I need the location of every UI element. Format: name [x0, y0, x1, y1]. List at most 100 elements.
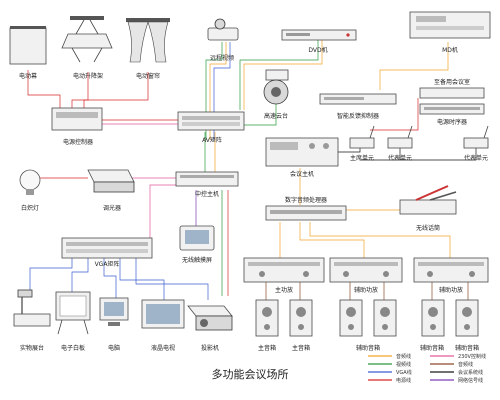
line-lift-power [71, 72, 89, 108]
line-remote-bundle-2 [209, 42, 227, 140]
label-delegate-unit-2: 代表单元 [464, 154, 488, 162]
power-controller: 电源控制器 [51, 107, 103, 146]
label-lcd: 液晶电视 [151, 344, 175, 352]
legend-item: 230V控制线 [430, 353, 486, 360]
line-dvd [239, 40, 319, 110]
legend-item: 网络信号线 [430, 377, 483, 384]
diagram-title: 多功能会议场所 [212, 367, 289, 381]
feedback-suppressor: 智能反馈抑制器 [319, 93, 397, 120]
label-touch-panel: 无线触摸屏 [182, 256, 212, 264]
dimmer: 调光器 [87, 169, 135, 212]
delegate-unit-1: 代表单元 [387, 125, 413, 162]
label-dvd: DVD机 [308, 46, 327, 54]
ptz-camera: 高速云台 [263, 69, 289, 120]
line-conf-units [330, 148, 361, 153]
label-main-spk-2: 主音箱 [292, 344, 310, 352]
line-central-vga [149, 184, 180, 238]
label-vga-matrix: VGA矩阵 [95, 260, 120, 268]
connection-lines [27, 40, 477, 300]
label-aux-spk-3: 辅助音箱 [455, 344, 479, 352]
line-vga-proj [135, 258, 209, 300]
label-aux-amp-2: 辅助功放 [439, 286, 463, 294]
label-screen: 电动幕 [19, 72, 37, 80]
label-power-ctrl: 电源控制器 [63, 138, 93, 146]
legend-label: 会议系统线 [458, 369, 483, 376]
main-amplifier: 主功放 [243, 257, 325, 294]
electric-curtain: 电动窗帘 [126, 18, 170, 80]
legend-item: 音频线 [430, 361, 473, 368]
legend-item: 音频线 [368, 353, 411, 360]
aux-amplifier-2: 辅助功放 [413, 257, 489, 294]
line-screen-power [27, 70, 61, 108]
label-main-spk-1: 主音箱 [258, 344, 276, 352]
line-ptz [244, 100, 277, 126]
legend-item: VGA线 [368, 369, 412, 376]
line-vga-pc [103, 258, 117, 298]
line-conf-units-3 [400, 148, 477, 161]
wireless-touch-panel: 无线触摸屏 [179, 225, 215, 264]
label-seq-power: 电源时序器 [437, 118, 467, 126]
electric-lift: 电动升降架 [61, 16, 113, 80]
label-aux-spk-1: 辅助音箱 [356, 344, 380, 352]
label-remote-camera: 远程视频 [210, 54, 234, 62]
computer: 电脑 [99, 297, 129, 352]
legend-label: 音频线 [396, 353, 411, 360]
line-remote-bundle-1 [205, 42, 223, 140]
chair-unit: 主席单元 [349, 125, 375, 162]
line-md [379, 42, 449, 90]
label-wireless-rx: 至备用会议室 [434, 78, 470, 86]
incandescent-lamp: 白炽灯 [19, 169, 41, 212]
label-whiteboard: 电子白板 [61, 344, 85, 352]
electronic-whiteboard: 电子白板 [55, 291, 91, 352]
line-dsp-amp2 [299, 222, 365, 258]
legend-label: 网络信号线 [458, 377, 483, 384]
label-aux-spk-2: 辅助音箱 [420, 344, 444, 352]
line-remote-bundle-3 [213, 42, 231, 140]
label-wireless-mic: 无线话筒 [416, 224, 440, 232]
label-chair-unit: 主席单元 [350, 154, 374, 162]
label-projector: 投影机 [201, 344, 219, 352]
remote-video-camera: 远程视频 [207, 18, 239, 62]
label-conf-host: 会议主机 [290, 170, 314, 178]
legend-label: 音频线 [458, 361, 473, 368]
digital-audio-processor: 数字音频处理器 [265, 196, 347, 221]
label-ptz: 高速云台 [264, 112, 288, 120]
main-speaker-2: 主音箱 [289, 299, 313, 352]
wireless-receiver: 至备用会议室 [419, 78, 485, 99]
label-central: 中控主机 [195, 190, 219, 198]
electric-screen: 电动幕 [9, 26, 47, 80]
md-player: MD机 [409, 11, 491, 54]
line-dsp-amp3 [309, 222, 451, 258]
label-delegate-unit: 代表单元 [388, 154, 412, 162]
projector: 投影机 [187, 305, 233, 352]
wireless-microphone: 无线话筒 [399, 185, 457, 232]
aux-speaker-4: 辅助音箱 [455, 299, 479, 352]
label-lamp: 白炽灯 [21, 204, 39, 212]
legend-item: 电源线 [368, 377, 411, 384]
legend-label: 视频线 [396, 361, 411, 368]
label-dimmer: 调光器 [103, 204, 121, 212]
aux-amplifier-1: 辅助功放 [329, 257, 403, 294]
label-curtain: 电动窗帘 [136, 72, 160, 80]
vga-matrix: VGA矩阵 [61, 237, 153, 268]
label-digital-proc: 数字音频处理器 [285, 196, 327, 204]
main-speaker-1: 主音箱 [255, 299, 279, 352]
aux-speaker-2: 辅助音箱 [356, 299, 397, 352]
legend-label: 230V控制线 [458, 353, 486, 360]
label-feedback: 智能反馈抑制器 [337, 112, 379, 120]
line-vga-wb [71, 258, 89, 292]
legend-label: 电源线 [396, 377, 411, 384]
label-av-matrix: AV矩阵 [202, 136, 222, 144]
line-seq [370, 98, 419, 131]
label-md: MD机 [442, 46, 458, 54]
lcd-tv: 液晶电视 [141, 299, 185, 352]
power-sequencer: 电源时序器 [419, 103, 485, 126]
central-controller: 中控主机 [175, 171, 239, 198]
line-curtain-power [83, 72, 149, 108]
legend-label: VGA线 [396, 369, 412, 376]
line-vga-doc [29, 258, 73, 290]
label-main-amp: 主功放 [275, 286, 293, 294]
av-matrix: AV矩阵 [177, 111, 245, 144]
label-doc-cam: 实物展台 [20, 344, 44, 352]
